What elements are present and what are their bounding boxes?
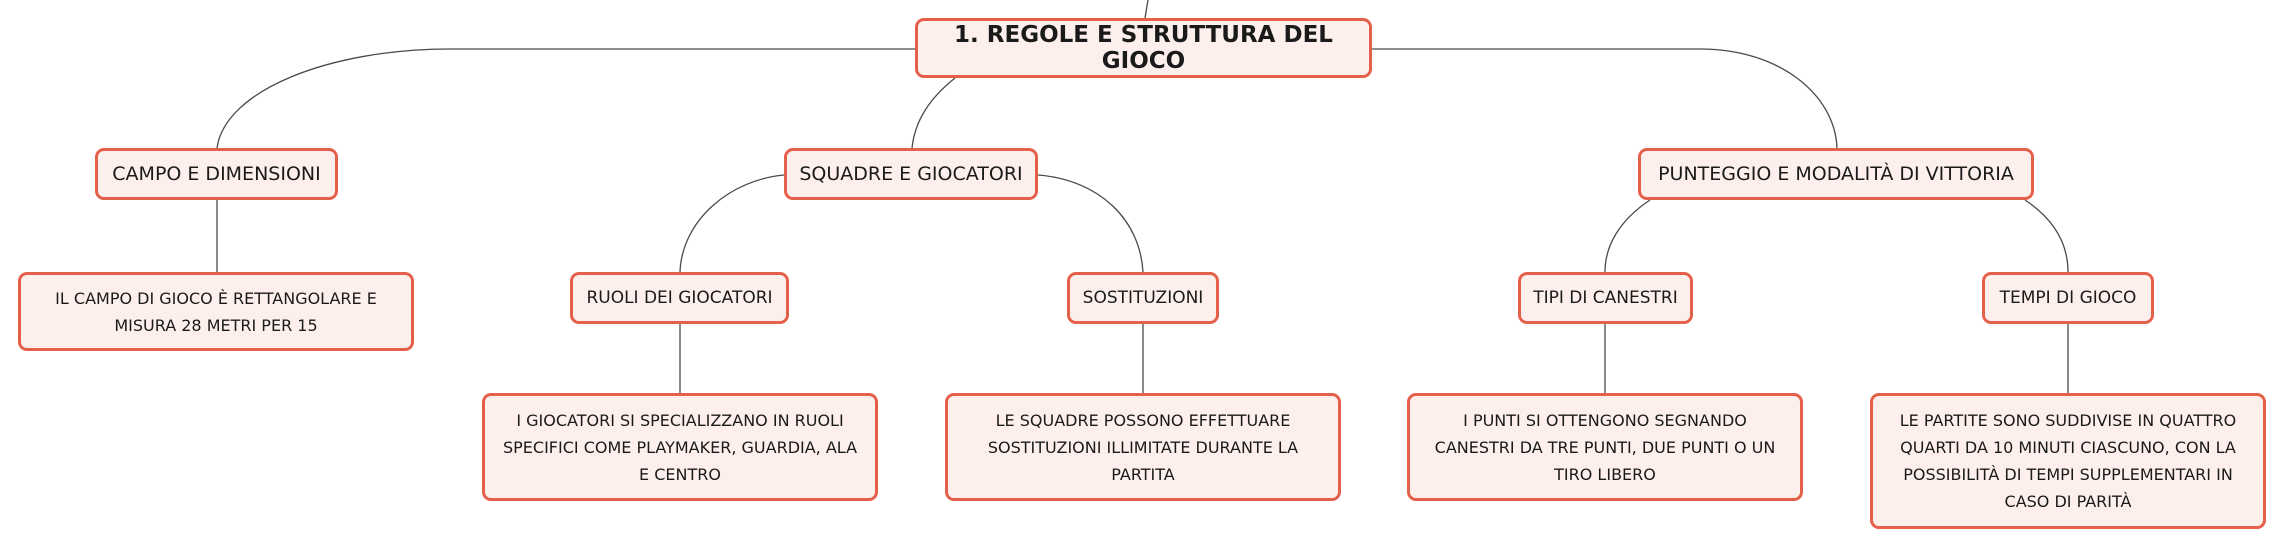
topic-squadre-e-giocatori[interactable]: SQUADRE E GIOCATORI	[784, 148, 1038, 200]
subtopic-ruoli-dei-giocatori[interactable]: RUOLI DEI GIOCATORI	[570, 272, 789, 324]
connector-squadre-ruoli	[679, 174, 785, 273]
detail-tempi-di-gioco[interactable]: LE PARTITE SONO SUDDIVISE IN QUATTRO QUA…	[1870, 393, 2266, 529]
detail-tipi-di-canestri[interactable]: I PUNTI SI OTTENGONO SEGNANDO CANESTRI D…	[1407, 393, 1803, 501]
connector-root-punteggio	[1372, 48, 1838, 149]
connector-punteggio-tempi	[2024, 199, 2069, 273]
connector-punteggio-tipi	[1604, 199, 1651, 273]
subtopic-campo-rettangolare[interactable]: IL CAMPO DI GIOCO È RETTANGOLARE E MISUR…	[18, 272, 414, 351]
detail-sostituzioni[interactable]: LE SQUADRE POSSONO EFFETTUARE SOSTITUZIO…	[945, 393, 1341, 501]
connector-root-squadre	[911, 77, 956, 149]
subtopic-tipi-di-canestri[interactable]: TIPI DI CANESTRI	[1518, 272, 1693, 324]
topic-punteggio-e-modalita-di-vittoria[interactable]: PUNTEGGIO E MODALITÀ DI VITTORIA	[1638, 148, 2034, 200]
connector-to-root	[1144, 0, 1149, 19]
subtopic-sostituzioni[interactable]: SOSTITUZIONI	[1067, 272, 1219, 324]
detail-ruoli-dei-giocatori[interactable]: I GIOCATORI SI SPECIALIZZANO IN RUOLI SP…	[482, 393, 878, 501]
root-topic-node[interactable]: 1. REGOLE E STRUTTURA DEL GIOCO	[915, 18, 1372, 78]
connector-squadre-sostituzioni	[1037, 174, 1144, 273]
subtopic-tempi-di-gioco[interactable]: TEMPI DI GIOCO	[1982, 272, 2154, 324]
topic-campo-e-dimensioni[interactable]: CAMPO E DIMENSIONI	[95, 148, 338, 200]
connector-root-campo	[216, 48, 915, 149]
